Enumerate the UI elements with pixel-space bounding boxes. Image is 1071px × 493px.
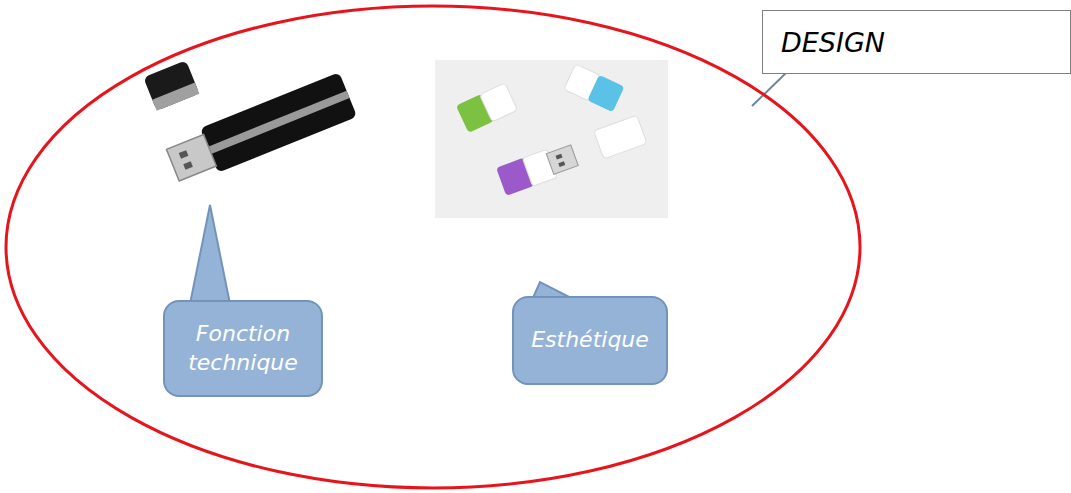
usb-key-black xyxy=(143,60,357,187)
callout-text: Fonction technique xyxy=(165,320,321,377)
callout-box: Fonction technique xyxy=(163,300,323,397)
callout-box: Esthétique xyxy=(512,296,668,385)
callout-tail xyxy=(190,205,230,304)
group-ellipse xyxy=(6,6,860,488)
title-text: DESIGN xyxy=(781,27,885,58)
title-box: DESIGN xyxy=(762,10,1071,74)
usb-keys-colour xyxy=(435,60,668,218)
callout-text: Esthétique xyxy=(531,326,649,355)
